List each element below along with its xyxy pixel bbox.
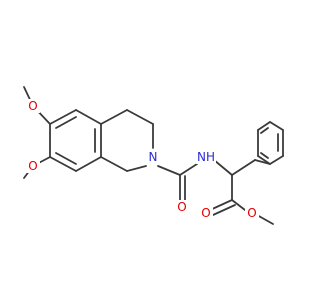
bond xyxy=(75,156,102,172)
bond xyxy=(100,156,128,172)
atom-o-low-methoxy: O xyxy=(26,159,40,173)
bond xyxy=(100,109,128,125)
bond xyxy=(126,109,154,125)
bond xyxy=(260,127,269,134)
bond xyxy=(179,163,198,176)
bond xyxy=(231,199,246,211)
bond xyxy=(256,214,274,225)
bond xyxy=(126,165,147,172)
bond xyxy=(55,152,77,165)
bonds xyxy=(23,86,284,225)
atom-n-ring: N xyxy=(146,150,160,164)
atom-o-ester: O xyxy=(245,206,259,220)
bond xyxy=(257,121,271,131)
molecule-structure-canvas: O O N O NH O O xyxy=(23,86,284,225)
atom-label: O xyxy=(201,206,210,220)
bond xyxy=(212,204,236,216)
atom-label: O xyxy=(247,206,256,220)
atom-label: NH xyxy=(197,150,215,164)
atom-nh-amide: NH xyxy=(196,150,216,164)
atom-label: N xyxy=(149,150,158,164)
bond xyxy=(213,159,233,176)
bond xyxy=(269,155,284,165)
bond xyxy=(257,155,271,165)
bond xyxy=(260,152,269,159)
bond xyxy=(157,165,181,176)
atom-o-top-methoxy: O xyxy=(26,99,40,113)
atom-o-carbonyl-urea: O xyxy=(175,200,189,214)
atom-labels: O O N O NH O O xyxy=(26,99,259,220)
bond xyxy=(55,116,77,129)
bond xyxy=(75,109,102,125)
bond xyxy=(49,156,77,172)
atom-label: O xyxy=(177,200,186,214)
molecule-structure: O O N O NH O O xyxy=(23,86,284,225)
bond xyxy=(49,109,77,125)
atom-label: O xyxy=(28,159,37,173)
bond xyxy=(231,159,256,176)
bond xyxy=(209,199,233,211)
atom-o-carbonyl-ester: O xyxy=(199,206,213,220)
bond xyxy=(269,121,284,131)
atom-label: O xyxy=(28,99,37,113)
